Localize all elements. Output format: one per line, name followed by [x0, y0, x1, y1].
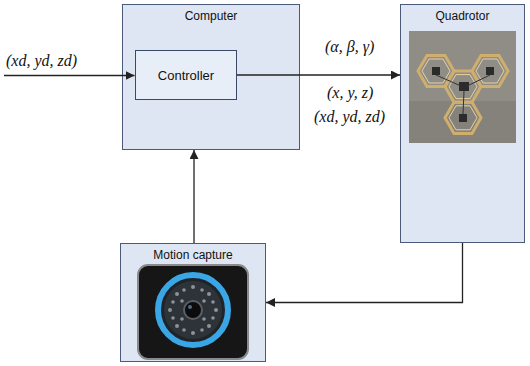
input-arrow: [4, 75, 135, 76]
label-holder: (xd, yd, zd): [6, 52, 77, 70]
controller-box: Controller: [135, 50, 237, 100]
label-holder: (xd, yd, zd): [314, 108, 385, 126]
quadrotor-photo: [409, 31, 516, 143]
input-signal: (xd, yd, zd): [6, 52, 77, 69]
box-title: Motion capture: [121, 248, 265, 262]
label-holder: (x, y, z): [327, 84, 373, 102]
output-signal: (xd, yd, zd): [314, 108, 385, 125]
computer-box: ComputerController: [122, 4, 300, 150]
signal-arrow: [237, 74, 400, 75]
camera-icon: [137, 264, 249, 360]
signal-arrow: [193, 150, 194, 243]
motion-capture-box: Motion capture: [120, 243, 266, 362]
box-title: Computer: [123, 9, 299, 23]
box-title: Controller: [158, 68, 214, 83]
quadrotor-box: Quadrotor: [400, 4, 525, 243]
output-signal: (α, β, γ): [325, 38, 374, 55]
output-signal: (x, y, z): [327, 84, 373, 101]
box-title: Quadrotor: [401, 9, 524, 23]
signal-arrow: [266, 243, 463, 303]
label-holder: (α, β, γ): [325, 38, 374, 56]
